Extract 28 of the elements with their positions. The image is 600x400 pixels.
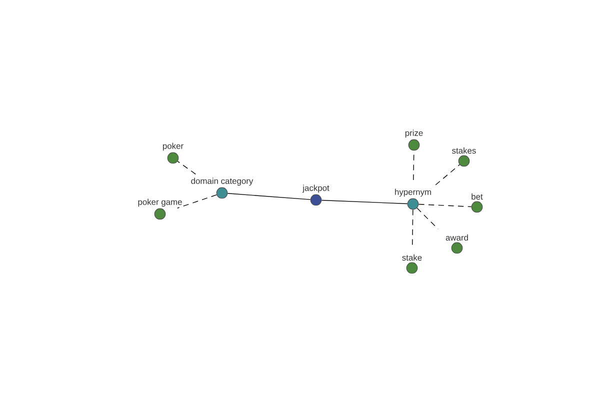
- node-label: poker game: [138, 198, 182, 207]
- graph-node: domain category: [191, 178, 254, 199]
- connector-line: [321, 200, 408, 204]
- graph-node: poker game: [138, 198, 182, 220]
- connector-line: [416, 208, 438, 230]
- connector-line: [177, 160, 196, 175]
- connector-line: [412, 209, 414, 248]
- graph-node: hypernym: [395, 188, 431, 210]
- connector-line: [435, 164, 460, 186]
- node-label: bet: [472, 193, 483, 200]
- connector-line: [227, 193, 311, 200]
- graph-node: bet: [471, 193, 483, 213]
- graph-node: stake: [402, 254, 422, 274]
- node-label: stake: [402, 254, 422, 261]
- node-label: award: [446, 234, 468, 241]
- node-label: jackpot: [302, 184, 330, 193]
- node-label: stakes: [452, 147, 476, 154]
- graph-node: award: [446, 234, 468, 254]
- graph-node: poker: [163, 142, 184, 164]
- connector-line: [177, 194, 217, 208]
- graph-node: stakes: [452, 147, 476, 167]
- graph-node: prize: [405, 130, 423, 151]
- graph-node: jackpot: [302, 184, 330, 206]
- node-label: prize: [405, 130, 423, 138]
- connector-line: [418, 204, 472, 208]
- node-label: domain category: [191, 178, 254, 186]
- node-label: poker: [163, 142, 184, 151]
- node-label: hypernym: [395, 188, 431, 197]
